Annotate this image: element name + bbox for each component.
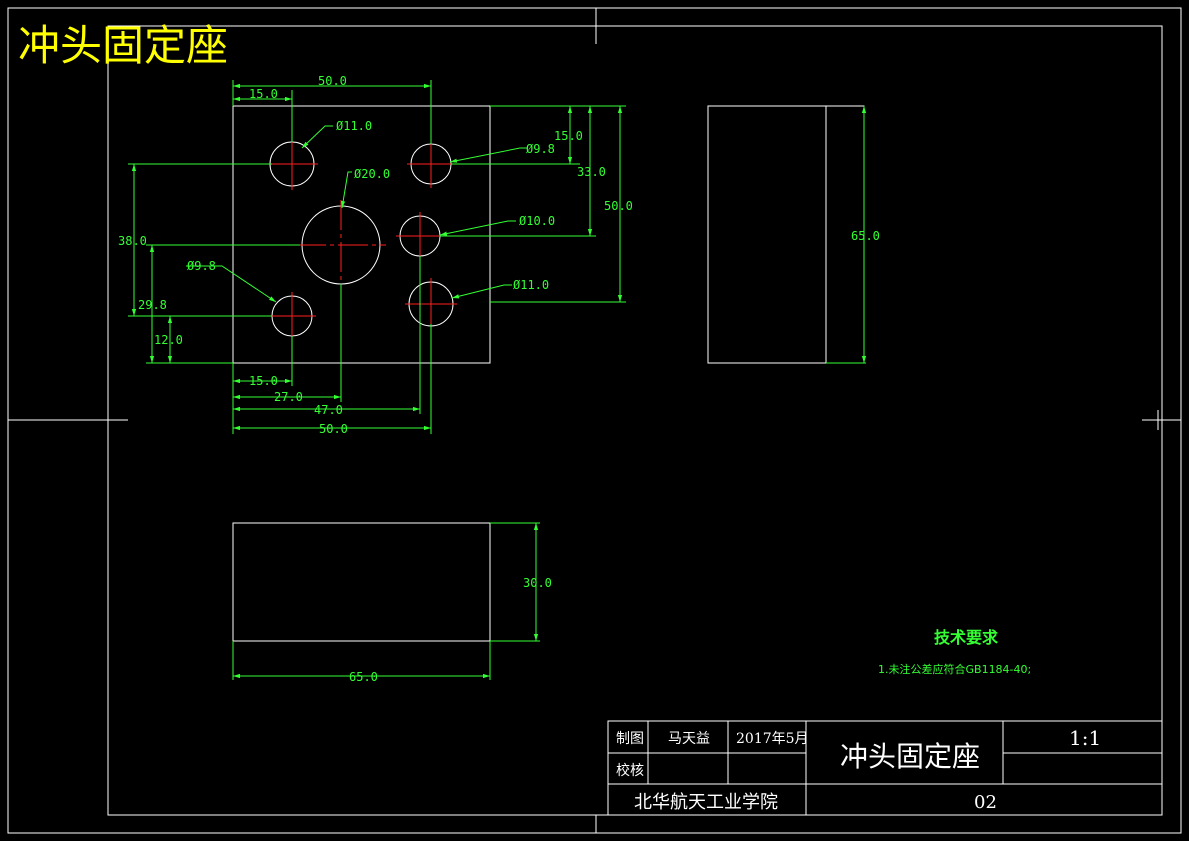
tb-school: 北华航天工业学院	[634, 792, 778, 813]
label-hole-top-right: Ø9.8	[526, 142, 555, 156]
tb-scale: 1:1	[1069, 726, 1101, 750]
dim-bottom-right-hole: 47.0	[314, 403, 343, 417]
dim-right-mid-hole: 33.0	[577, 165, 606, 179]
tb-check-label: 校核	[616, 762, 644, 779]
drawing-title: 冲头固定座	[18, 21, 228, 70]
title-block	[607, 720, 1163, 816]
dim-top-overall: 50.0	[318, 74, 347, 88]
side-view-outline	[707, 105, 865, 364]
sheet-border	[7, 7, 1182, 834]
label-hole-lower-right: Ø11.0	[513, 278, 549, 292]
dim-right-top-hole: 15.0	[554, 129, 583, 143]
tech-requirements-note: 1.未注公差应符合GB1184-40;	[878, 662, 1031, 676]
front-view-outline	[232, 105, 491, 364]
dim-bottom-overall: 50.0	[319, 422, 348, 436]
label-hole-lower-left: Ø9.8	[187, 259, 216, 273]
tb-part-name: 冲头固定座	[840, 740, 980, 773]
dim-bottom-length: 65.0	[349, 670, 378, 684]
centerlines	[266, 138, 457, 340]
dim-right-overall: 50.0	[604, 199, 633, 213]
bottom-view: 30.0 65.0	[232, 522, 552, 684]
dim-bottom-center-hole: 27.0	[274, 390, 303, 404]
label-hole-top-left: Ø11.0	[336, 119, 372, 133]
dim-bottom-left-hole: 15.0	[249, 374, 278, 388]
dim-bottom-thickness: 30.0	[523, 576, 552, 590]
tech-requirements-heading: 技术要求	[934, 628, 999, 647]
label-hole-center: Ø20.0	[354, 167, 390, 181]
side-view: 65.0	[707, 105, 880, 364]
tb-date: 2017年5月	[736, 731, 809, 747]
tb-drawing-number: 02	[974, 792, 997, 813]
label-hole-right-mid: Ø10.0	[519, 214, 555, 228]
bottom-view-outline	[232, 522, 491, 642]
dim-left-center: 29.8	[138, 298, 167, 312]
dim-left-upper: 38.0	[118, 234, 147, 248]
tb-drafter: 马天益	[668, 731, 710, 747]
tb-draw-label: 制图	[616, 731, 644, 747]
dim-side-height: 65.0	[851, 229, 880, 243]
dim-top-hole-offset: 15.0	[249, 87, 278, 101]
dimension-lines	[128, 80, 626, 434]
dim-left-lower: 12.0	[154, 333, 183, 347]
front-view: 50.0 15.0 15.0 33.0 50.0 38.0 29.8 12.0 …	[118, 74, 633, 436]
